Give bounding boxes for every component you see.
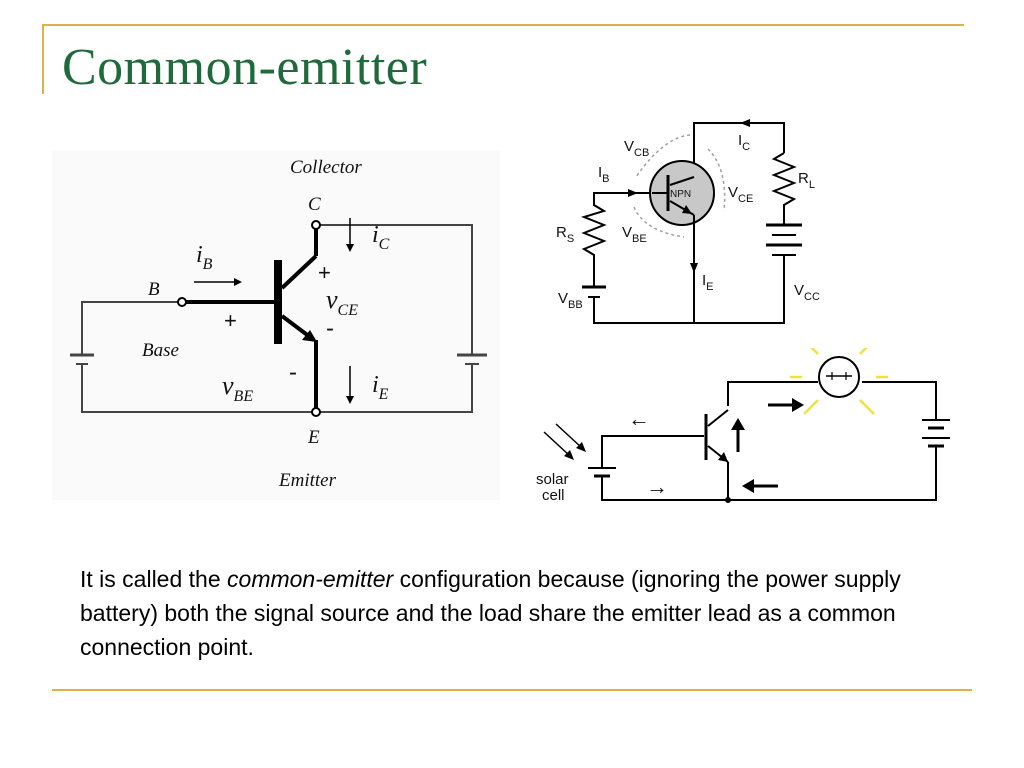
vcb-label: VCB	[624, 138, 649, 159]
common-emitter-schematic: Collector C B Base E Emitter iB iC iE vC…	[52, 150, 500, 500]
emitter-current-arrow: →	[646, 474, 668, 499]
vce-label: VCE	[728, 184, 753, 205]
e-terminal-label: E	[307, 427, 320, 448]
body-text: It is called the common-emitter configur…	[80, 566, 901, 660]
vce-label: vCE	[326, 285, 358, 319]
npn-label: NPN	[670, 189, 691, 200]
vbe-plus-sign: +	[224, 308, 237, 333]
left-rule	[42, 24, 44, 94]
ic-label: iC	[372, 222, 390, 253]
ie-label: IE	[702, 272, 714, 293]
ie-label: iE	[372, 372, 389, 403]
solar-cell-lamp-circuit: ← → solar cell	[536, 348, 950, 504]
base-label: Base	[142, 340, 179, 361]
emitter-label: Emitter	[278, 470, 337, 491]
vbe-label: vBE	[222, 371, 253, 405]
vce-plus-sign: +	[318, 260, 331, 285]
bottom-rule	[52, 689, 972, 691]
vce-minus-sign: -	[326, 315, 334, 342]
rs-label: RS	[556, 224, 574, 245]
rl-label: RL	[798, 170, 815, 191]
ib-label: iB	[196, 242, 213, 273]
vbe-label: VBE	[622, 224, 647, 245]
slide-title: Common-emitter	[62, 39, 428, 96]
vcc-label: VCC	[794, 282, 820, 303]
npn-bias-circuit: IC VCB IB VCE RL RS VBE IE VCC VBB NPN	[556, 119, 820, 324]
c-terminal-label: C	[308, 194, 321, 215]
ic-label: IC	[738, 132, 750, 153]
top-rule	[42, 24, 964, 26]
vbe-minus-sign: -	[289, 359, 297, 386]
ib-label: IB	[598, 164, 610, 185]
solar-cell-label-line2: cell	[542, 487, 565, 504]
base-current-arrow: ←	[628, 406, 650, 431]
collector-label: Collector	[290, 157, 362, 178]
emphasis-common-emitter: common-emitter	[227, 566, 394, 592]
b-terminal-label: B	[148, 279, 160, 300]
vbb-label: VBB	[558, 290, 583, 311]
solar-cell-label-line1: solar	[536, 471, 569, 488]
